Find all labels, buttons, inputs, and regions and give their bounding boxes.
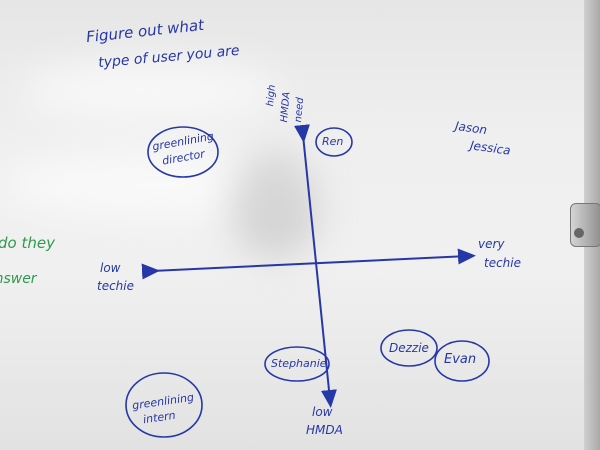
frame-clip (570, 203, 600, 247)
green-note-line-2: answer (0, 271, 37, 287)
evan-circle (434, 340, 490, 382)
director-circle (147, 126, 219, 178)
dezzie-circle (380, 329, 438, 367)
y-bottom-label-line-2: HMDA (306, 423, 343, 437)
persona-stephanie: Stephanie (271, 357, 327, 370)
x-left-label-line-1: low (100, 261, 121, 275)
y-top-label-line-1: high (265, 84, 278, 107)
light-reflection (20, 60, 280, 120)
x-left-label-line-2: techie (97, 279, 135, 293)
y-bottom-label-line-1: low (312, 405, 333, 419)
ren-circle (315, 127, 353, 157)
frame-screw (574, 228, 584, 238)
x-right-label-line-1: very (478, 237, 505, 251)
stephanie-circle (264, 346, 330, 382)
x-right-label-line-2: techie (484, 256, 522, 270)
persona-evan: Evan (444, 352, 477, 367)
green-note-line-1: do they (0, 234, 55, 252)
x-axis (141, 248, 476, 280)
persona-dezzie: Dezzie (389, 341, 429, 355)
intern-circle (125, 372, 203, 438)
persona-ren: Ren (322, 135, 344, 148)
